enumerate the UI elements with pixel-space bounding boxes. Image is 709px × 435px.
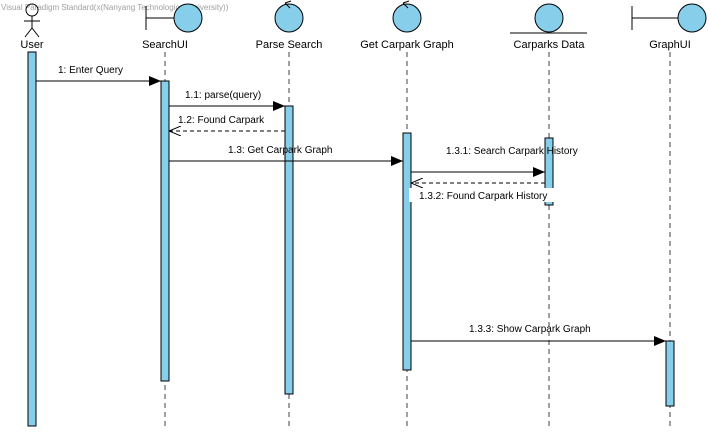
activation-get-carpark-graph	[402, 132, 412, 371]
control-get-carpark-graph-icon	[392, 0, 422, 33]
lifeline-label-graphui: GraphUI	[649, 39, 691, 51]
watermark-text: Visual Paradigm Standard(x(Nanyang Techn…	[1, 3, 229, 12]
activation-user	[27, 51, 37, 427]
boundary-searchui-icon	[145, 3, 203, 33]
message-label-background	[409, 188, 559, 202]
actor-user-icon	[24, 3, 40, 38]
activation-searchui	[160, 80, 170, 382]
message-label-parse-query: 1.1: parse(query)	[185, 90, 261, 101]
message-label-found-carpark: 1.2: Found Carpark	[178, 115, 265, 126]
message-label-get-carpark-graph: 1.3: Get Carpark Graph	[228, 145, 333, 156]
message-label-show-carpark-graph: 1.3.3: Show Carpark Graph	[469, 324, 591, 335]
message-label-found-carpark-history: 1.3.2: Found Carpark History	[419, 191, 547, 202]
lifeline-label-parse-search: Parse Search	[256, 39, 323, 51]
message-label-search-carpark-history: 1.3.1: Search Carpark History	[446, 146, 578, 157]
activation-graphui	[665, 340, 675, 407]
activation-parse-search	[284, 105, 294, 395]
lifeline-label-user: User	[20, 39, 44, 51]
lifeline-label-get-carpark-graph: Get Carpark Graph	[360, 39, 454, 51]
control-parse-search-icon	[274, 0, 304, 33]
message-label-enter-query: 1: Enter Query	[58, 65, 123, 76]
entity-carparks-data-icon	[510, 3, 587, 34]
lifeline-label-carparks-data: Carparks Data	[514, 39, 586, 51]
boundary-graphui-icon	[631, 3, 707, 33]
lifeline-label-searchui: SearchUI	[142, 39, 188, 51]
